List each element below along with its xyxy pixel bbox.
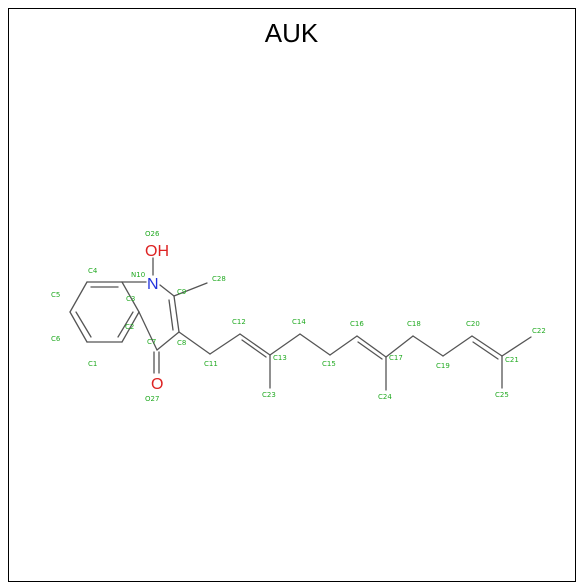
bond-c21-c22: [501, 336, 532, 357]
atom-label-c14: C14: [292, 318, 306, 326]
atom-label-c11: C11: [204, 360, 218, 368]
atom-label-c18: C18: [407, 320, 421, 328]
bond-c16-c17: [356, 335, 387, 358]
bond-c5-c4: [69, 281, 88, 313]
bond-c12-c13: [239, 333, 271, 356]
atom-labels: C1 C2 C3 C4 C5 C6 C7 C8 C9 N10 C11 C12 C…: [51, 230, 546, 403]
bond-inner-3: [75, 311, 92, 338]
atom-label-o27: O27: [145, 395, 159, 403]
bond-c9-c8-double: [168, 299, 174, 331]
atom-label-c20: C20: [466, 320, 480, 328]
atom-label-n10: N10: [131, 271, 145, 279]
atom-label-c2: C2: [125, 323, 134, 331]
bond-c12-c13-double: [241, 339, 267, 358]
bond-c20-c21: [471, 335, 503, 357]
atom-label-c13: C13: [273, 354, 287, 362]
atom-label-c28: C28: [212, 275, 226, 283]
bond-c9-c28: [173, 282, 208, 297]
atom-label-c4: C4: [88, 267, 98, 275]
atom-label-c12: C12: [232, 318, 246, 326]
bond-c19-c20: [442, 335, 473, 357]
bond-c17-c18: [385, 335, 414, 358]
diagram-frame: [8, 8, 576, 582]
atom-label-o26: O26: [145, 230, 160, 238]
nitrogen-atom: N: [147, 276, 159, 293]
bond-c3-c2: [121, 281, 140, 313]
bond-c8-c7: [156, 331, 180, 351]
bond-c16-c17-double: [357, 341, 383, 360]
atom-label-c8: C8: [177, 339, 186, 347]
atom-label-c6: C6: [51, 335, 61, 343]
atom-label-c1: C1: [88, 360, 97, 368]
hydroxyl-group: OH: [145, 243, 169, 260]
atom-label-c24: C24: [378, 393, 392, 401]
atom-label-c17: C17: [389, 354, 403, 362]
bond-c18-c19: [412, 335, 444, 357]
atom-label-c25: C25: [495, 391, 509, 399]
bonds: [69, 257, 532, 391]
bond-c7-c2: [138, 311, 158, 351]
atom-label-c16: C16: [350, 320, 364, 328]
atom-label-c21: C21: [505, 356, 519, 364]
atom-label-c23: C23: [262, 391, 276, 399]
bond-c9-c8: [173, 295, 180, 333]
bond-inner-2: [117, 311, 134, 338]
bond-c20-c21-double: [472, 341, 499, 360]
bond-c15-c16: [329, 335, 358, 356]
atom-label-c9: C9: [177, 288, 186, 296]
bond-n10-c9: [159, 284, 175, 297]
bond-c14-c15: [299, 333, 331, 356]
bond-c2-c1: [121, 311, 140, 343]
molecule-title: AUK: [264, 18, 319, 48]
atom-label-c7: C7: [147, 338, 156, 346]
bond-c6-c5: [69, 311, 88, 343]
carbonyl-oxygen: O: [151, 376, 163, 393]
bond-c8-c11: [178, 331, 211, 355]
atom-label-c5: C5: [51, 291, 60, 299]
atom-label-c15: C15: [322, 360, 336, 368]
atom-label-c3: C3: [126, 295, 135, 303]
atom-label-c19: C19: [436, 362, 450, 370]
bond-c11-c12: [209, 333, 241, 355]
atom-label-c22: C22: [532, 327, 546, 335]
bond-c13-c14: [269, 333, 301, 356]
